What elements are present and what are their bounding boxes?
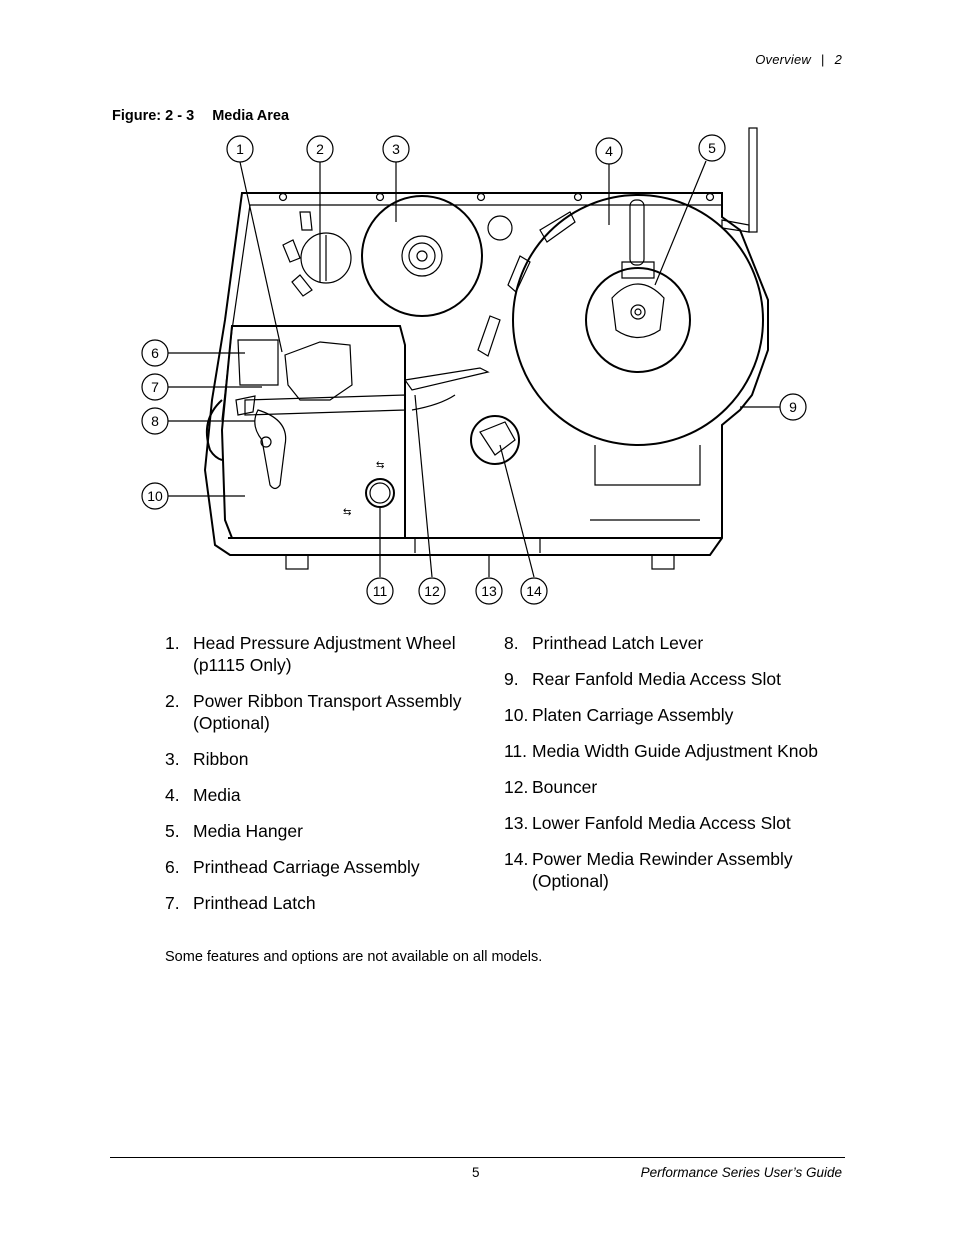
legend-item: 7. Printhead Latch xyxy=(165,892,465,914)
legend-number: 12. xyxy=(504,777,529,797)
footer-rule xyxy=(110,1157,845,1158)
callout-6-label: 6 xyxy=(151,345,159,361)
legend-number: 13. xyxy=(504,813,529,833)
callout-3-label: 3 xyxy=(392,141,400,157)
callout-14-label: 14 xyxy=(526,583,542,599)
header-separator: | xyxy=(820,52,825,67)
legend-number: 10. xyxy=(504,705,529,725)
legend-number: 4. xyxy=(165,785,180,805)
callout-2: 2 xyxy=(306,135,334,163)
legend-item: 3. Ribbon xyxy=(165,748,465,770)
callout-13-label: 13 xyxy=(481,583,497,599)
callout-7: 7 xyxy=(141,373,169,401)
callout-markers: 1 2 3 4 5 6 7 8 xyxy=(141,134,807,605)
legend-number: 5. xyxy=(165,821,180,841)
section-name: Overview xyxy=(755,52,811,67)
callout-12-label: 12 xyxy=(424,583,440,599)
callout-5: 5 xyxy=(698,134,726,162)
callout-10: 10 xyxy=(141,482,169,510)
callout-2-label: 2 xyxy=(316,141,324,157)
legend-text: Ribbon xyxy=(193,749,249,769)
legend-item: 13.Lower Fanfold Media Access Slot xyxy=(504,812,824,834)
legend-text: Rear Fanfold Media Access Slot xyxy=(532,669,782,689)
callout-7-label: 7 xyxy=(151,379,159,395)
legend-right-column: 8. Printhead Latch Lever 9. Rear Fanfold M… xyxy=(504,632,824,906)
legend-text: Media xyxy=(193,785,241,805)
legend-item: 14.Power Media Rewinder Assembly (Option… xyxy=(504,848,824,892)
legend-item: 8. Printhead Latch Lever xyxy=(504,632,824,654)
page-number: 5 xyxy=(472,1165,480,1180)
legend-number: 8. xyxy=(504,633,519,653)
legend-text: Media Width Guide Adjustment Knob xyxy=(532,741,818,761)
callout-12: 12 xyxy=(418,577,446,605)
callout-4-label: 4 xyxy=(605,143,613,159)
running-head: Overview | 2 xyxy=(755,52,842,67)
legend-text: Power Media Rewinder Assembly (Optional) xyxy=(532,849,793,891)
legend-text: Printhead Latch xyxy=(193,893,316,913)
chapter-number: 2 xyxy=(834,52,842,67)
legend-item: 9. Rear Fanfold Media Access Slot xyxy=(504,668,824,690)
legend-text: Platen Carriage Assembly xyxy=(532,705,734,725)
legend-left-column: 1. Head Pressure Adjustment Wheel (p1115 … xyxy=(165,632,465,928)
legend-text: Lower Fanfold Media Access Slot xyxy=(532,813,791,833)
callout-13: 13 xyxy=(475,577,503,605)
figure-title: Media Area xyxy=(212,108,290,124)
printer-body xyxy=(203,192,769,570)
legend-number: 1. xyxy=(165,633,180,653)
callout-8: 8 xyxy=(141,407,169,435)
legend-number: 11. xyxy=(504,741,528,761)
callout-8-label: 8 xyxy=(151,413,159,429)
callout-11: 11 xyxy=(366,577,394,605)
power-ribbon-transport xyxy=(282,211,352,297)
legend-item: 2. Power Ribbon Transport Assembly (Optio… xyxy=(165,690,465,734)
callout-9: 9 xyxy=(779,393,807,421)
legend-item: 5. Media Hanger xyxy=(165,820,465,842)
legend-number: 6. xyxy=(165,857,180,877)
callout-9-label: 9 xyxy=(789,399,797,415)
legend-item: 1. Head Pressure Adjustment Wheel (p1115 … xyxy=(165,632,465,676)
legend-item: 12.Bouncer xyxy=(504,776,824,798)
legend-number: 3. xyxy=(165,749,180,769)
footnote: Some features and options are not availa… xyxy=(165,949,543,965)
printer-media-area-diagram: ⇆ ⇆ 1 2 3 xyxy=(141,127,807,605)
legend-number: 9. xyxy=(504,669,519,689)
callout-6: 6 xyxy=(141,339,169,367)
legend-number: 7. xyxy=(165,893,180,913)
media-roll xyxy=(477,194,764,521)
ribbon-roll xyxy=(361,195,513,317)
antenna xyxy=(721,127,758,233)
footer-guide-title: Performance Series User’s Guide xyxy=(640,1165,842,1180)
callout-14: 14 xyxy=(520,577,548,605)
legend-text: Bouncer xyxy=(532,777,598,797)
callout-leaders xyxy=(168,160,780,578)
svg-text:⇆: ⇆ xyxy=(376,460,384,471)
figure-caption: Figure: 2 - 3 Media Area xyxy=(112,108,289,124)
callout-10-label: 10 xyxy=(147,488,163,504)
callout-1: 1 xyxy=(226,135,254,163)
legend-item: 11.Media Width Guide Adjustment Knob xyxy=(504,740,824,762)
legend-text: Head Pressure Adjustment Wheel (p1115 On… xyxy=(193,633,456,675)
legend-number: 2. xyxy=(165,691,180,711)
legend-text: Media Hanger xyxy=(193,821,303,841)
legend-text: Printhead Carriage Assembly xyxy=(193,857,420,877)
callout-5-label: 5 xyxy=(708,140,716,156)
callout-1-label: 1 xyxy=(236,141,244,157)
legend-item: 4. Media xyxy=(165,784,465,806)
callout-11-label: 11 xyxy=(373,583,388,599)
legend-text: Power Ribbon Transport Assembly (Optiona… xyxy=(193,691,462,733)
callout-4: 4 xyxy=(595,137,623,165)
legend-item: 6. Printhead Carriage Assembly xyxy=(165,856,465,878)
legend-number: 14. xyxy=(504,849,529,869)
legend-text: Printhead Latch Lever xyxy=(532,633,704,653)
legend-item: 10.Platen Carriage Assembly xyxy=(504,704,824,726)
svg-text:⇆: ⇆ xyxy=(343,507,351,518)
printhead-carriage: ⇆ ⇆ xyxy=(206,325,520,539)
figure-label: Figure: 2 - 3 xyxy=(112,108,195,124)
callout-3: 3 xyxy=(382,135,410,163)
